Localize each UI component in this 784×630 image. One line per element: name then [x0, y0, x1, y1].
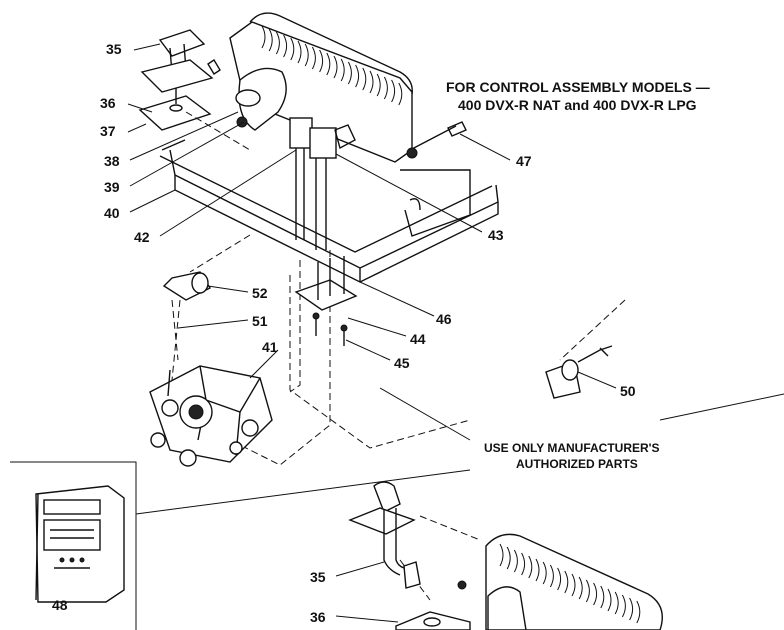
label-46: 46: [436, 311, 452, 327]
label-35: 35: [106, 41, 122, 57]
pilot-bracket-35: [140, 29, 221, 93]
pilot-assembly: [289, 117, 356, 250]
notice-line-2: AUTHORIZED PARTS: [516, 457, 638, 471]
label-50: 50: [620, 383, 636, 399]
notice-line-1: USE ONLY MANUFACTURER'S: [484, 441, 660, 455]
header-line-2: 400 DVX-R NAT and 400 DVX-R LPG: [458, 97, 697, 113]
notice-line-right: [659, 393, 784, 421]
label-35-bottom: 35: [310, 569, 326, 585]
label-37: 37: [100, 123, 116, 139]
bracket-36-37: [138, 88, 212, 131]
gas-valve-41: [149, 365, 273, 467]
burner-tray: [159, 139, 499, 283]
label-40: 40: [104, 205, 120, 221]
screws-44-45: [294, 256, 358, 346]
label-44: 44: [410, 331, 426, 347]
leader-lines: [127, 43, 617, 623]
notice-line-left: [379, 387, 471, 441]
label-52: 52: [252, 285, 268, 301]
header-line-1: FOR CONTROL ASSEMBLY MODELS —: [446, 79, 710, 95]
label-43: 43: [488, 227, 504, 243]
burner-assembly: [229, 12, 413, 163]
label-47: 47: [516, 153, 532, 169]
label-48: 48: [52, 597, 68, 613]
label-39: 39: [104, 179, 120, 195]
screw-47: [406, 121, 467, 159]
label-36-bottom: 36: [310, 609, 326, 625]
label-41: 41: [262, 339, 278, 355]
label-51: 51: [252, 313, 268, 329]
thermocouple-50: [545, 345, 613, 399]
label-38: 38: [104, 153, 120, 169]
label-36: 36: [100, 95, 116, 111]
label-45: 45: [394, 355, 410, 371]
label-42: 42: [134, 229, 150, 245]
burner-assembly-bottom: [348, 481, 663, 630]
inset-48: [10, 461, 471, 630]
thermostat-52: [162, 271, 212, 361]
